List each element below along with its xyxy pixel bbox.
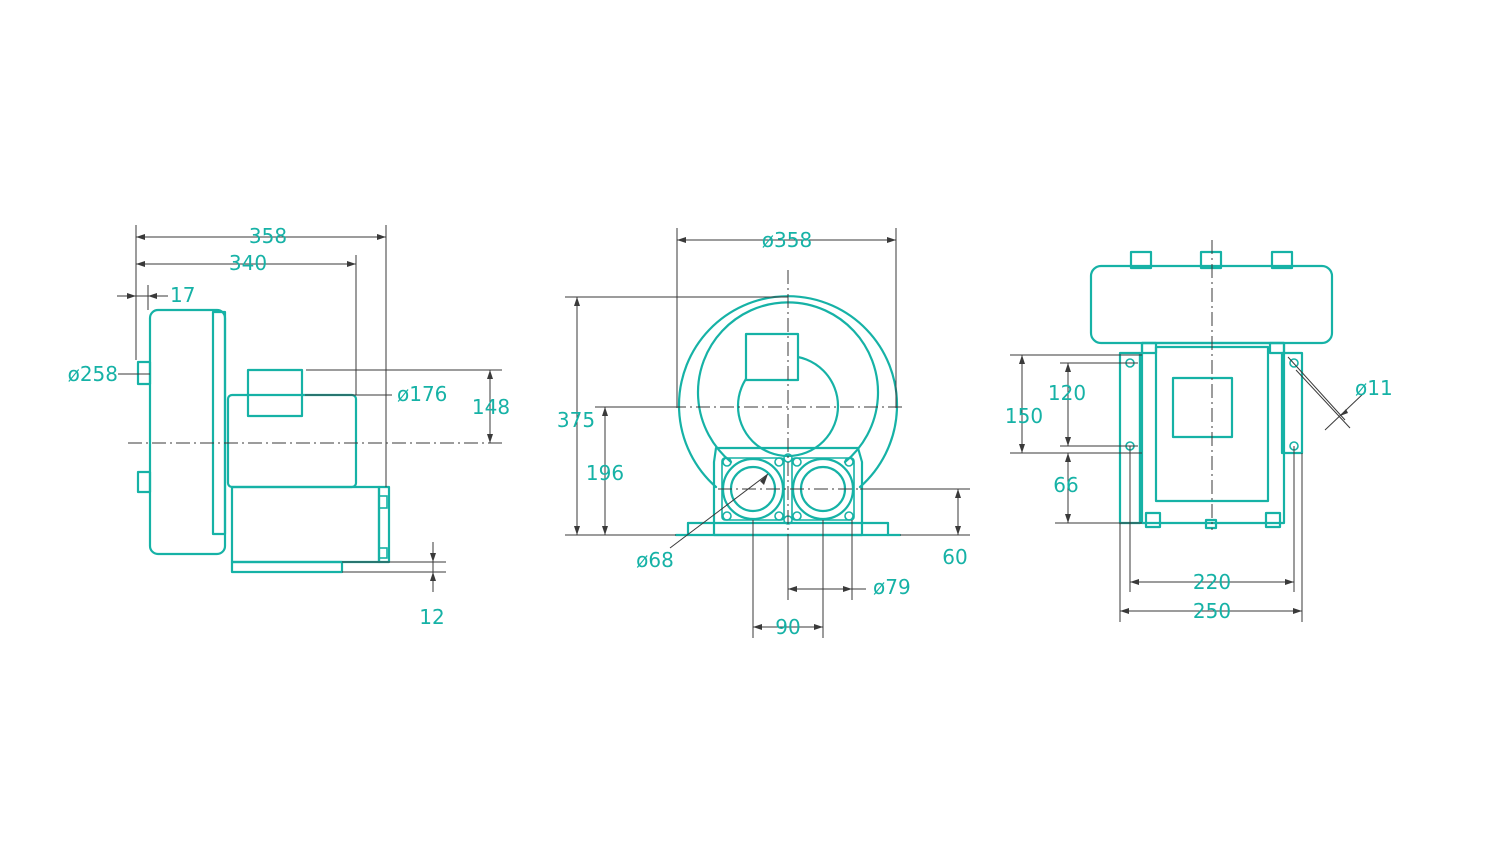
top-rail-right (1280, 351, 1304, 455)
top-hole-spacing-small-label: 120 (1048, 381, 1086, 405)
side-base-block (230, 485, 381, 564)
top-hole-diameter-label: ø11 (1355, 376, 1393, 400)
top-port-right (1270, 250, 1294, 270)
top-hole-offset-label: 66 (1053, 473, 1078, 497)
top-port-center (1199, 250, 1223, 270)
side-housing-diameter-label: ø258 (68, 362, 118, 386)
front-port-flange-diameter-label: ø79 (873, 575, 911, 599)
side-terminal-box (246, 368, 304, 418)
top-mount-length-label: 150 (1005, 404, 1043, 428)
side-view: 358 340 17 ø258 ø176 148 12 (68, 224, 511, 629)
top-collar-right (1268, 341, 1286, 355)
front-port-height-label: 60 (942, 545, 967, 569)
top-foot-center (1204, 518, 1218, 530)
side-axis-height-label: 148 (472, 395, 510, 419)
front-total-height-label: 375 (557, 408, 595, 432)
front-housing-diameter-label: ø358 (762, 228, 812, 252)
side-view-outline (136, 308, 391, 574)
side-housing-length-label: 340 (229, 251, 267, 275)
front-port-diameter-label: ø68 (636, 548, 674, 572)
top-base-width-label: 250 (1193, 599, 1231, 623)
top-port-left (1129, 250, 1153, 270)
top-foot-right (1264, 511, 1282, 529)
side-dimensions (117, 225, 502, 592)
side-bolt-top (378, 495, 388, 509)
front-terminal-box (744, 332, 800, 382)
top-terminal-box (1171, 376, 1234, 439)
side-overall-length-label: 358 (249, 224, 287, 248)
side-flange (211, 310, 227, 536)
side-foot-height-label: 12 (419, 605, 444, 629)
top-labels: 120 150 66 ø11 220 250 (1005, 376, 1393, 623)
top-foot-left (1144, 511, 1162, 529)
side-bolt-bottom (378, 547, 388, 559)
front-labels: ø358 375 196 ø68 60 ø79 90 (557, 228, 968, 639)
side-port-bottom (136, 470, 152, 494)
top-collar-left (1140, 341, 1158, 355)
side-motor-diameter-label: ø176 (397, 382, 447, 406)
top-hole-spacing-width-label: 220 (1193, 570, 1231, 594)
top-base-frame (1140, 341, 1286, 525)
top-view: 120 150 66 ø11 220 250 (1005, 240, 1393, 623)
side-port-top (136, 360, 152, 386)
front-axis-height-label: 196 (586, 461, 624, 485)
side-labels: 358 340 17 ø258 ø176 148 12 (68, 224, 511, 629)
front-dimensions (565, 228, 970, 638)
front-view: ø358 375 196 ø68 60 ø79 90 (557, 228, 970, 639)
side-flange-thickness-label: 17 (170, 283, 195, 307)
top-dimensions (1010, 354, 1366, 622)
front-port-spacing-label: 90 (775, 615, 800, 639)
side-foot (230, 560, 344, 574)
